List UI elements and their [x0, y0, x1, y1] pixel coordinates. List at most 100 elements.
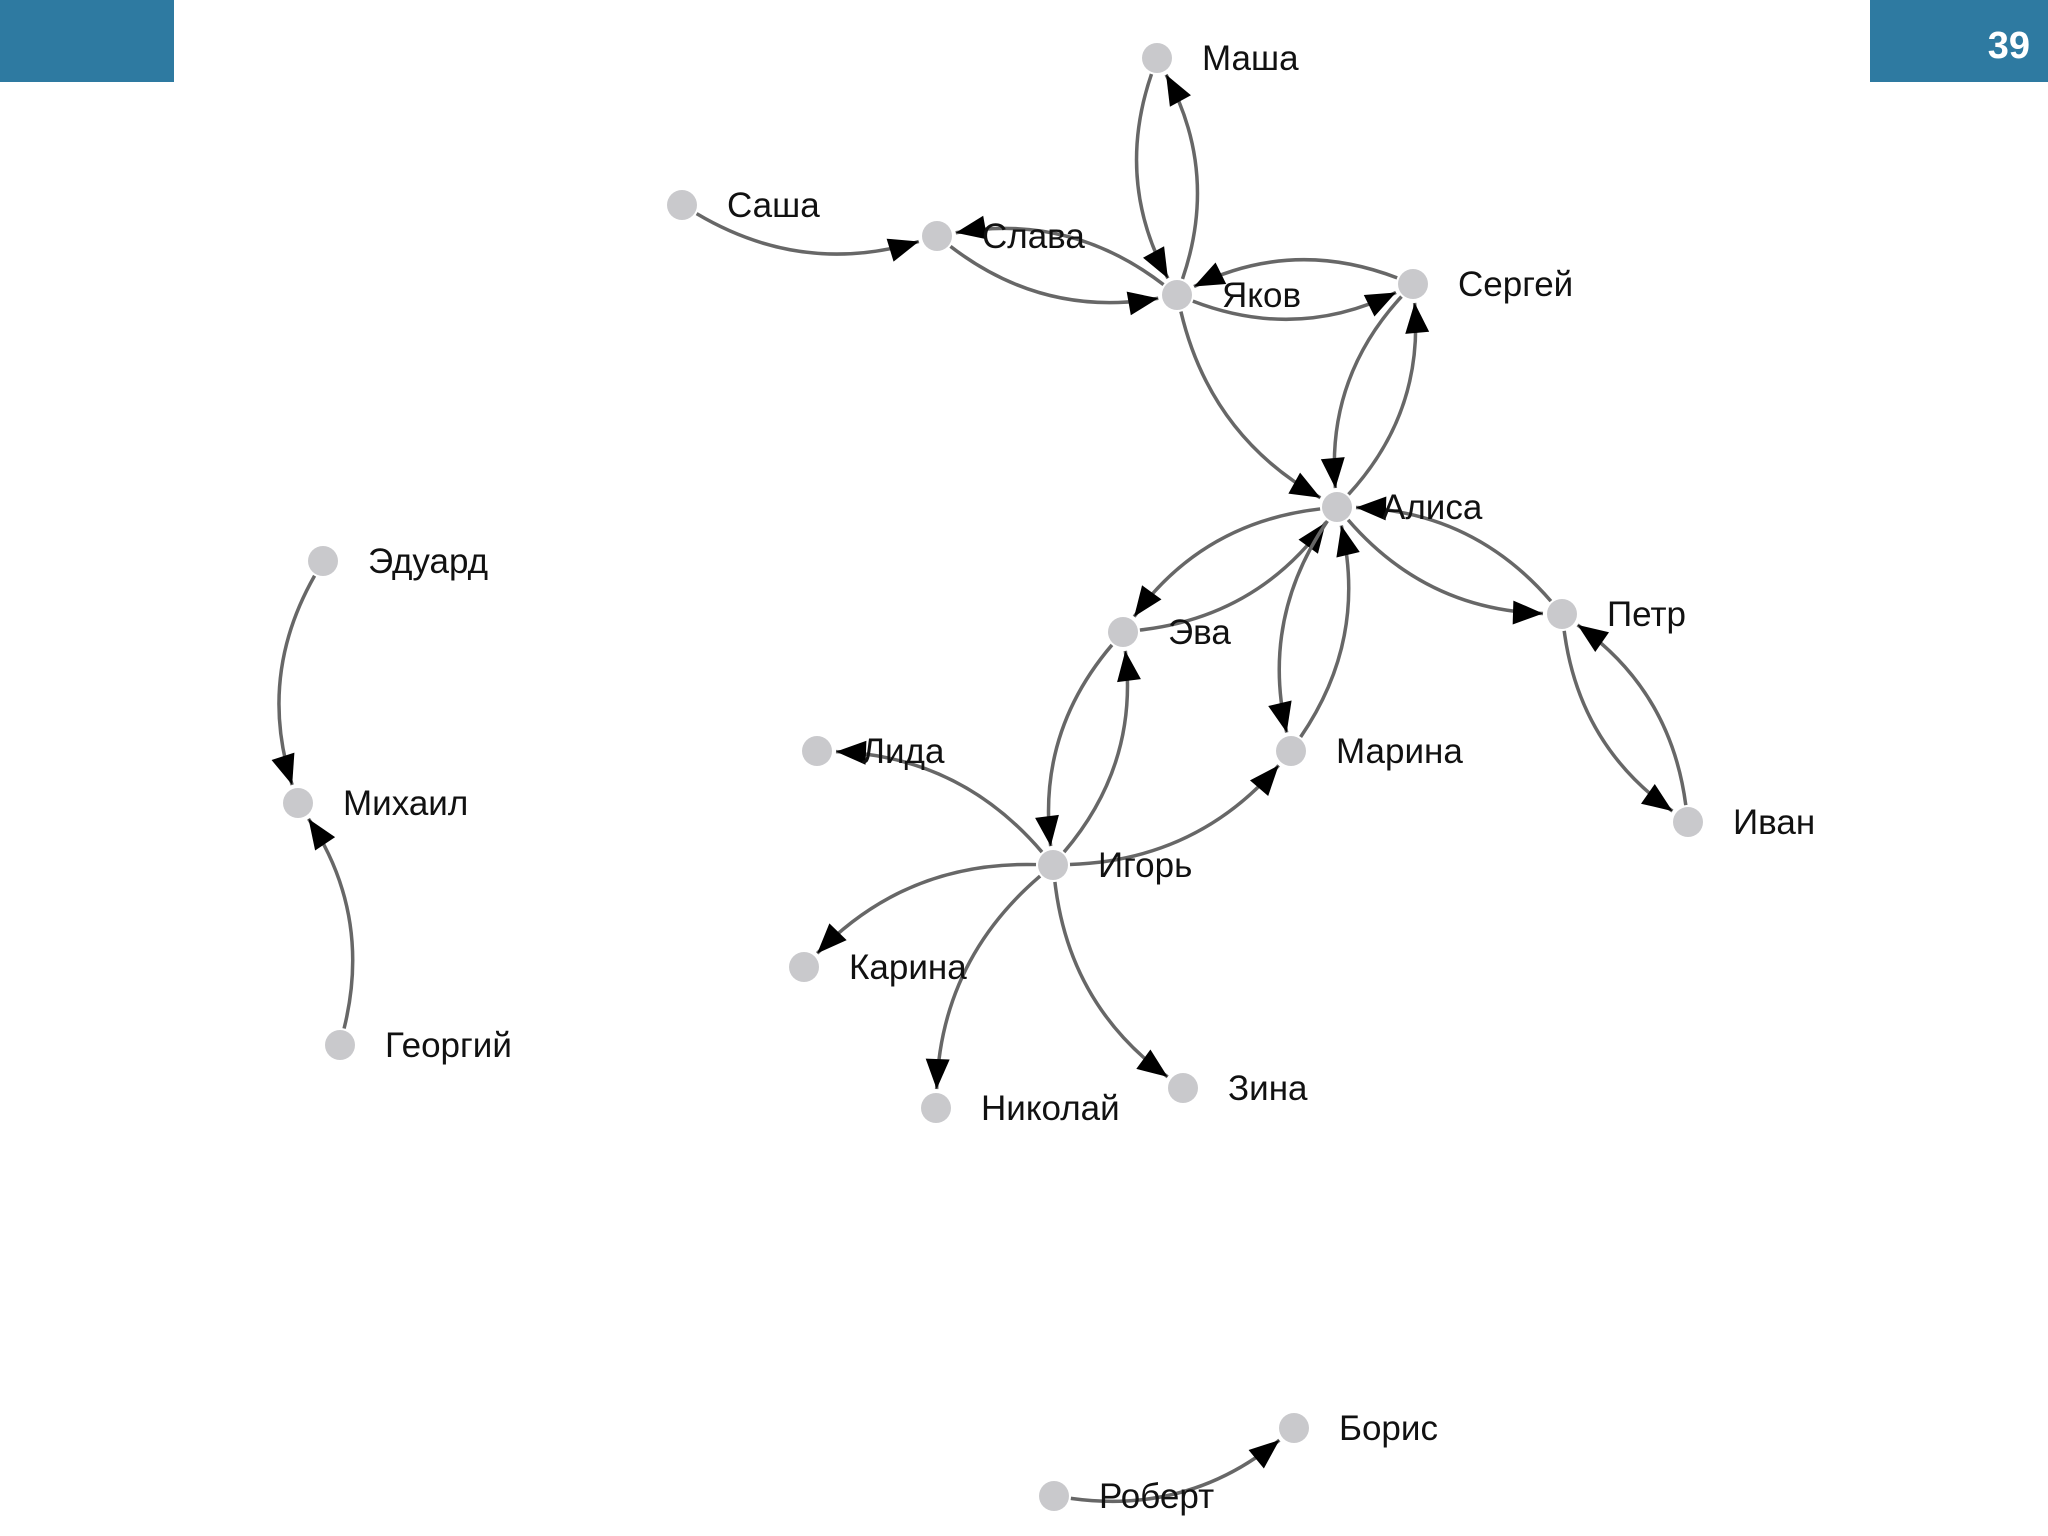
node-slava: Слава: [922, 217, 1085, 256]
node-nikolay: Николай: [921, 1089, 1120, 1128]
edge-sergey-to-alisa: [1320, 295, 1403, 489]
header-bar-left: [0, 0, 174, 82]
arrowhead-icon: [1405, 302, 1430, 334]
arrowhead-icon: [925, 1058, 950, 1090]
node-dot: [1673, 807, 1703, 837]
edge-ivan-to-petr: [1576, 623, 1688, 806]
node-dot: [1322, 492, 1352, 522]
node-marina: Марина: [1276, 732, 1463, 771]
node-dot: [308, 546, 338, 576]
edge-igor-to-lida: [835, 740, 1044, 854]
edge-petr-to-alisa: [1355, 496, 1553, 603]
node-label: Петр: [1607, 595, 1686, 634]
edge-alisa-to-marina: [1268, 520, 1329, 733]
node-dot: [921, 1093, 951, 1123]
node-label: Михаил: [343, 784, 468, 823]
node-label: Роберт: [1099, 1477, 1214, 1516]
edge-igor-to-nikolay: [925, 874, 1042, 1090]
edge-alisa-to-eva: [1132, 507, 1321, 618]
edge-robert-to-boris: [1070, 1438, 1281, 1504]
edge-alisa-to-petr: [1346, 518, 1544, 625]
node-label: Эдуард: [368, 542, 488, 581]
node-eva: Эва: [1108, 613, 1231, 652]
node-label: Маша: [1202, 39, 1299, 78]
arrowhead-icon: [955, 215, 988, 240]
arrowhead-icon: [1166, 74, 1191, 107]
edge-yakov-to-masha: [1164, 73, 1200, 280]
node-mikhail: Михаил: [283, 784, 468, 823]
arrowhead-icon: [1355, 496, 1387, 521]
arrowhead-icon: [1268, 700, 1292, 733]
node-dot: [1398, 269, 1428, 299]
edge-line: [934, 874, 1042, 1090]
edge-sergey-to-yakov: [1193, 257, 1398, 289]
edges-layer: [271, 73, 1688, 1504]
node-dot: [325, 1030, 355, 1060]
edge-line: [277, 574, 317, 786]
node-label: Алиса: [1382, 488, 1483, 527]
arrowhead-icon: [1136, 1049, 1168, 1077]
arrowhead-icon: [1320, 457, 1345, 489]
node-label: Сергей: [1458, 265, 1573, 304]
arrowhead-icon: [1117, 650, 1141, 683]
edge-yakov-to-sergey: [1192, 290, 1397, 322]
edge-eva-to-alisa: [1139, 521, 1328, 632]
node-dot: [802, 736, 832, 766]
arrowhead-icon: [1577, 624, 1610, 652]
node-label: Георгий: [385, 1026, 512, 1065]
edge-igor-to-karina: [815, 862, 1037, 955]
edge-eva-to-igor: [1035, 643, 1114, 847]
edge-line: [1069, 764, 1280, 867]
edge-igor-to-eva: [1062, 650, 1141, 854]
arrowhead-icon: [1248, 1440, 1280, 1469]
edge-yakov-to-slava: [955, 215, 1165, 287]
node-dot: [1039, 1481, 1069, 1511]
edge-igor-to-marina: [1069, 764, 1280, 867]
node-alisa: Алиса: [1322, 488, 1483, 527]
edge-igor-to-zina: [1053, 881, 1169, 1079]
node-dot: [1168, 1073, 1198, 1103]
node-label: Марина: [1336, 732, 1463, 771]
arrowhead-icon: [1134, 585, 1162, 617]
node-yakov: Яков: [1162, 276, 1301, 315]
node-label: Саша: [727, 186, 820, 225]
node-masha: Маша: [1142, 39, 1299, 78]
node-dot: [1142, 43, 1172, 73]
arrowhead-icon: [886, 238, 919, 262]
node-dot: [789, 952, 819, 982]
node-boris: Борис: [1279, 1409, 1438, 1448]
node-dot: [1547, 599, 1577, 629]
node-petr: Петр: [1547, 595, 1686, 634]
edge-masha-to-yakov: [1134, 73, 1170, 280]
node-robert: Роберт: [1039, 1477, 1214, 1516]
node-label: Лида: [862, 732, 945, 771]
node-dot: [1276, 736, 1306, 766]
node-dot: [1162, 280, 1192, 310]
arrowhead-icon: [271, 752, 295, 785]
node-label: Игорь: [1098, 846, 1192, 885]
arrowhead-icon: [1363, 292, 1396, 317]
arrowhead-icon: [1143, 246, 1168, 279]
edge-alisa-to-sergey: [1347, 302, 1430, 496]
node-karina: Карина: [789, 948, 967, 987]
edge-line: [1347, 302, 1418, 496]
node-georgiy: Георгий: [325, 1026, 512, 1065]
node-sergey: Сергей: [1398, 265, 1573, 304]
edge-line: [1332, 295, 1403, 489]
node-label: Яков: [1222, 276, 1301, 315]
edge-line: [1053, 881, 1169, 1079]
arrowhead-icon: [1336, 525, 1360, 558]
edge-yakov-to-alisa: [1179, 311, 1322, 500]
arrowhead-icon: [1640, 784, 1673, 812]
node-label: Иван: [1733, 803, 1815, 842]
node-dot: [283, 788, 313, 818]
edge-slava-to-yakov: [949, 244, 1159, 316]
arrowhead-icon: [1194, 262, 1227, 287]
node-sasha: Саша: [667, 186, 820, 225]
node-label: Карина: [849, 948, 967, 987]
edge-line: [1179, 311, 1322, 500]
node-eduard: Эдуард: [308, 542, 488, 581]
node-label: Николай: [981, 1089, 1120, 1128]
